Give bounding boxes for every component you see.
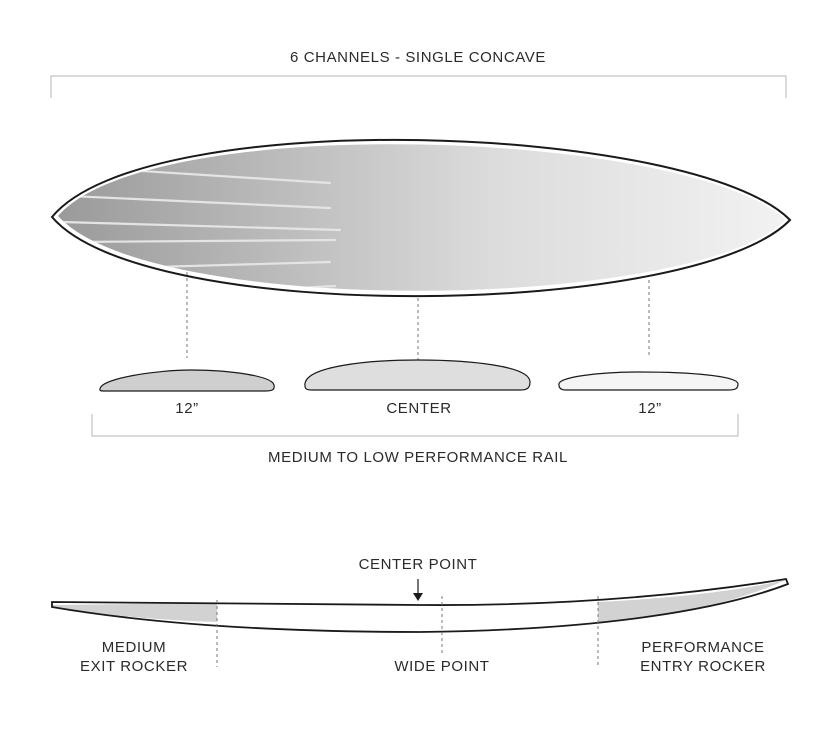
title-bracket	[50, 75, 787, 98]
entry-rocker-label-1: PERFORMANCE	[641, 639, 764, 656]
rail-section-left	[99, 369, 275, 392]
section-label-right: 12”	[638, 400, 661, 417]
rail-section-right	[558, 371, 739, 391]
center-point-arrowhead	[413, 593, 423, 601]
rocker-profile	[51, 577, 790, 633]
wide-point-label: WIDE POINT	[394, 658, 489, 675]
rail-caption: MEDIUM TO LOW PERFORMANCE RAIL	[268, 449, 568, 466]
section-label-center: CENTER	[386, 400, 451, 417]
channels-title: 6 CHANNELS - SINGLE CONCAVE	[290, 49, 546, 66]
channel-line	[68, 194, 332, 210]
rail-section-center	[304, 359, 531, 391]
entry-rocker-shade	[598, 580, 786, 622]
center-point-label: CENTER POINT	[359, 556, 478, 573]
channel-line	[60, 220, 342, 232]
rail-bracket	[91, 414, 739, 437]
exit-rocker-label-1: MEDIUM	[102, 639, 166, 656]
channel-line	[66, 238, 337, 244]
board-deck	[58, 144, 786, 291]
section-label-left: 12”	[175, 400, 198, 417]
exit-rocker-shade	[52, 603, 217, 622]
entry-rocker-label-2: ENTRY ROCKER	[640, 658, 766, 675]
exit-rocker-label-2: EXIT ROCKER	[80, 658, 188, 675]
